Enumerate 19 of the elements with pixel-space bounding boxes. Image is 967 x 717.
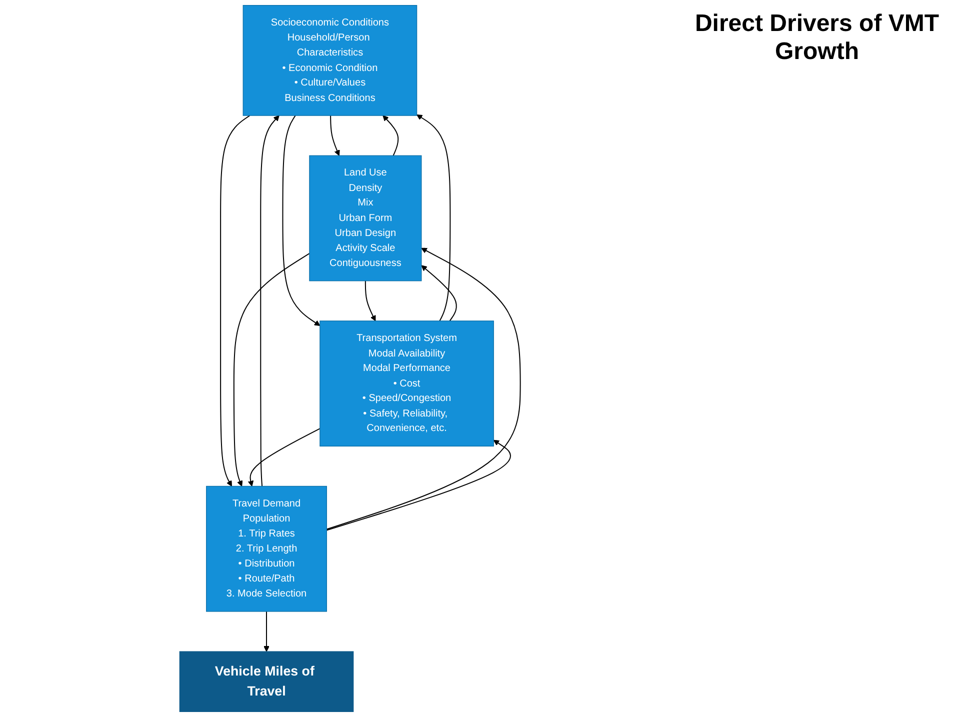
arrow — [416, 114, 451, 322]
heading-label: Direct Drivers of VMT Growth — [694, 10, 940, 66]
arrow — [220, 115, 250, 486]
arrow — [330, 115, 340, 156]
node-box: Transportation System Modal Availability Modal Performance • Cost • Speed/Congestion • Safety, Reliability, Convenience, etc. — [320, 320, 494, 446]
arrow — [326, 248, 521, 530]
arrow — [421, 265, 457, 322]
arrow — [260, 115, 280, 487]
arrow — [364, 280, 376, 322]
arrow — [264, 610, 270, 652]
node-box: Socioeconomic Conditions Household/Person Characteristics • Economic Condition • Culture/Values Business Conditions — [242, 5, 418, 116]
arrow — [326, 440, 511, 531]
node-box: Land Use Density Mix Urban Form Urban Design Activity Scale Contiguousness — [309, 155, 422, 282]
arrow — [382, 115, 399, 156]
arrow — [248, 428, 320, 486]
arrow — [282, 115, 320, 326]
node-box: Vehicle Miles of Travel — [179, 651, 354, 712]
node-box: Travel Demand Population 1. Trip Rates 2. Trip Length • Distribution • Route/Path 3. Mode Selection — [206, 486, 327, 612]
arrow — [233, 252, 310, 486]
